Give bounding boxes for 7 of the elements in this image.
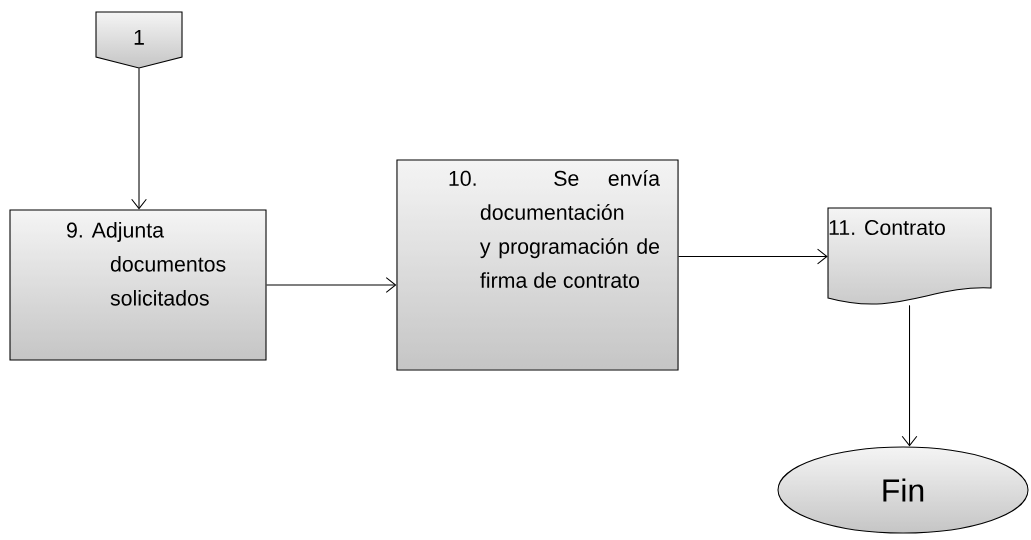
off-page-connector: 1 xyxy=(95,11,183,69)
process-box: 10. Se envía documentación y programación de firma de contrato xyxy=(396,159,679,371)
arrow xyxy=(131,67,147,210)
arrow xyxy=(266,277,397,293)
process-box: 9. Adjunta documentos solicitados xyxy=(9,209,267,361)
arrow xyxy=(901,304,918,447)
arrow xyxy=(678,248,828,265)
